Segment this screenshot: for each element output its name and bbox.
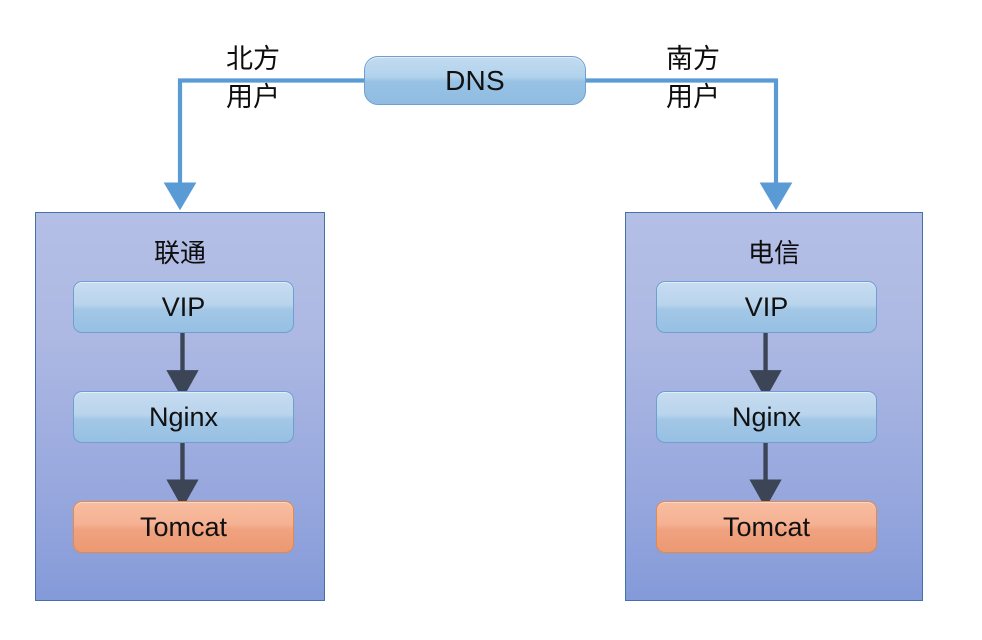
isp-panel-telecom-title: 电信 <box>747 238 800 268</box>
service-node-tomcat-unicom[interactable]: Tomcat <box>73 501 294 553</box>
service-node-tomcat-unicom-label: Tomcat <box>139 511 228 542</box>
edge-label-north-users-line1: 北方 <box>226 44 280 74</box>
dns-node-label: DNS <box>445 64 505 96</box>
edge-label-south-users-line1: 南方 <box>666 44 720 74</box>
service-node-nginx-unicom[interactable]: Nginx <box>73 391 294 443</box>
edge-label-north-users: 北方 用户 <box>205 40 301 116</box>
isp-panel-unicom-title: 联通 <box>153 238 206 268</box>
dns-node[interactable]: DNS <box>364 56 586 105</box>
service-node-nginx-unicom-label: Nginx <box>148 401 219 432</box>
isp-panel-unicom[interactable]: 联通 VIP Nginx Tomcat <box>35 212 325 601</box>
edge-label-south-users-line2: 用户 <box>666 82 720 112</box>
service-node-vip-telecom[interactable]: VIP <box>656 281 877 333</box>
service-node-tomcat-telecom[interactable]: Tomcat <box>656 501 877 553</box>
service-node-nginx-telecom-label: Nginx <box>731 401 802 432</box>
edge-label-north-users-line2: 用户 <box>226 82 280 112</box>
service-node-vip-telecom-label: VIP <box>744 291 789 322</box>
edge-label-south-users: 南方 用户 <box>645 40 741 116</box>
service-node-vip-unicom-label: VIP <box>161 291 206 322</box>
service-node-nginx-telecom[interactable]: Nginx <box>656 391 877 443</box>
service-node-tomcat-telecom-label: Tomcat <box>722 511 811 542</box>
isp-panel-telecom[interactable]: 电信 VIP Nginx Tomcat <box>625 212 923 601</box>
service-node-vip-unicom[interactable]: VIP <box>73 281 294 333</box>
